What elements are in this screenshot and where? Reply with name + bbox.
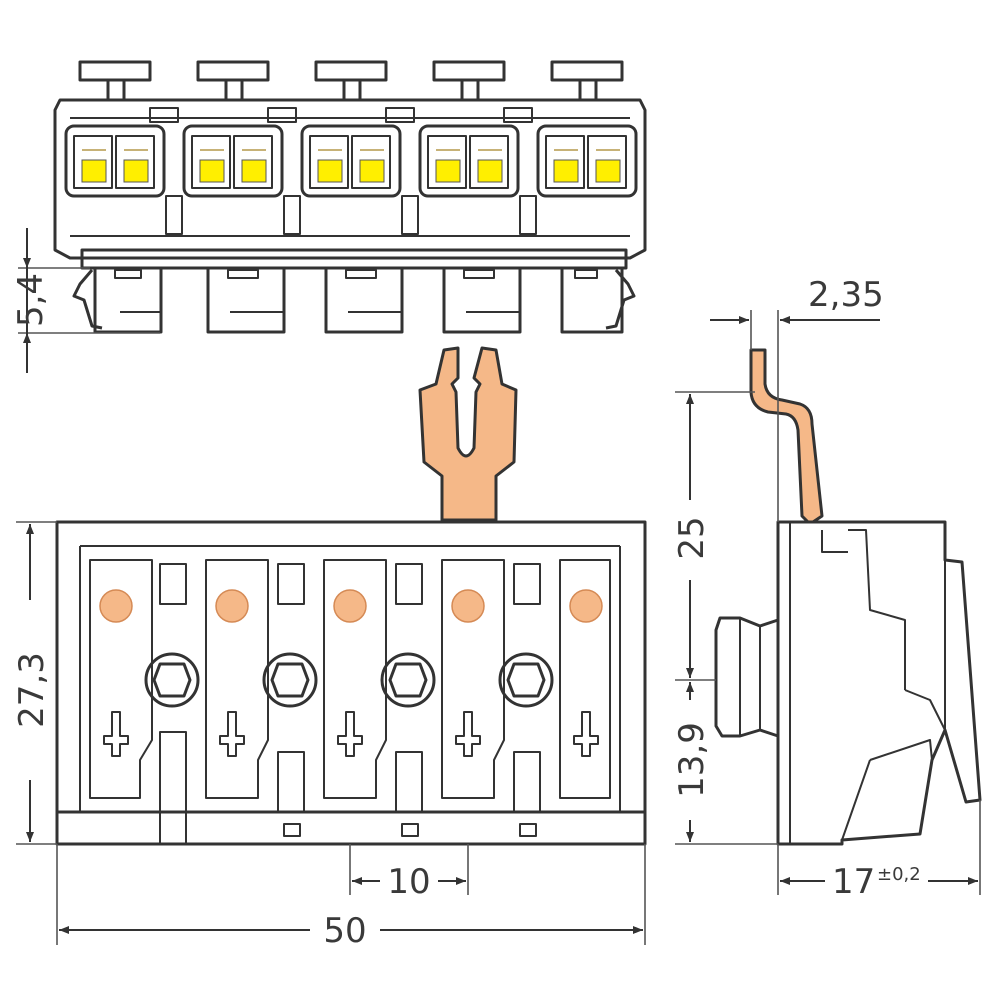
top-view-feet <box>93 266 624 334</box>
side-view-contact-strip <box>749 348 824 526</box>
dim-pitch: 10 <box>387 862 430 902</box>
side-view-housing <box>776 520 982 846</box>
front-view-chambers <box>89 559 611 799</box>
dim-pin-height: 25 <box>672 516 712 559</box>
side-view <box>714 348 982 846</box>
top-view-housing <box>53 98 647 260</box>
spring-indicators <box>81 159 621 183</box>
dimension-labels: 5,4 2,35 25 27,3 13,9 10 50 17 ±0,2 <box>11 273 921 951</box>
dim-depth-tolerance: ±0,2 <box>877 864 921 885</box>
front-view <box>55 346 647 846</box>
contact-points <box>99 589 603 623</box>
dimension-lines <box>16 228 981 945</box>
dim-wire-offset: 2,35 <box>808 275 884 315</box>
dim-body-height: 27,3 <box>12 652 52 728</box>
dim-total-width: 50 <box>323 911 366 951</box>
test-slots <box>103 711 599 757</box>
contact-pin <box>418 346 518 522</box>
release-openings <box>144 652 554 708</box>
dim-depth: 17 <box>832 862 875 902</box>
top-view-wire-entries <box>64 124 638 198</box>
side-view-plug-nose <box>714 616 779 738</box>
top-view <box>53 60 647 334</box>
dim-top-height: 5,4 <box>11 273 51 327</box>
top-view-levers <box>78 60 624 102</box>
dim-lower-height: 13,9 <box>672 722 712 798</box>
